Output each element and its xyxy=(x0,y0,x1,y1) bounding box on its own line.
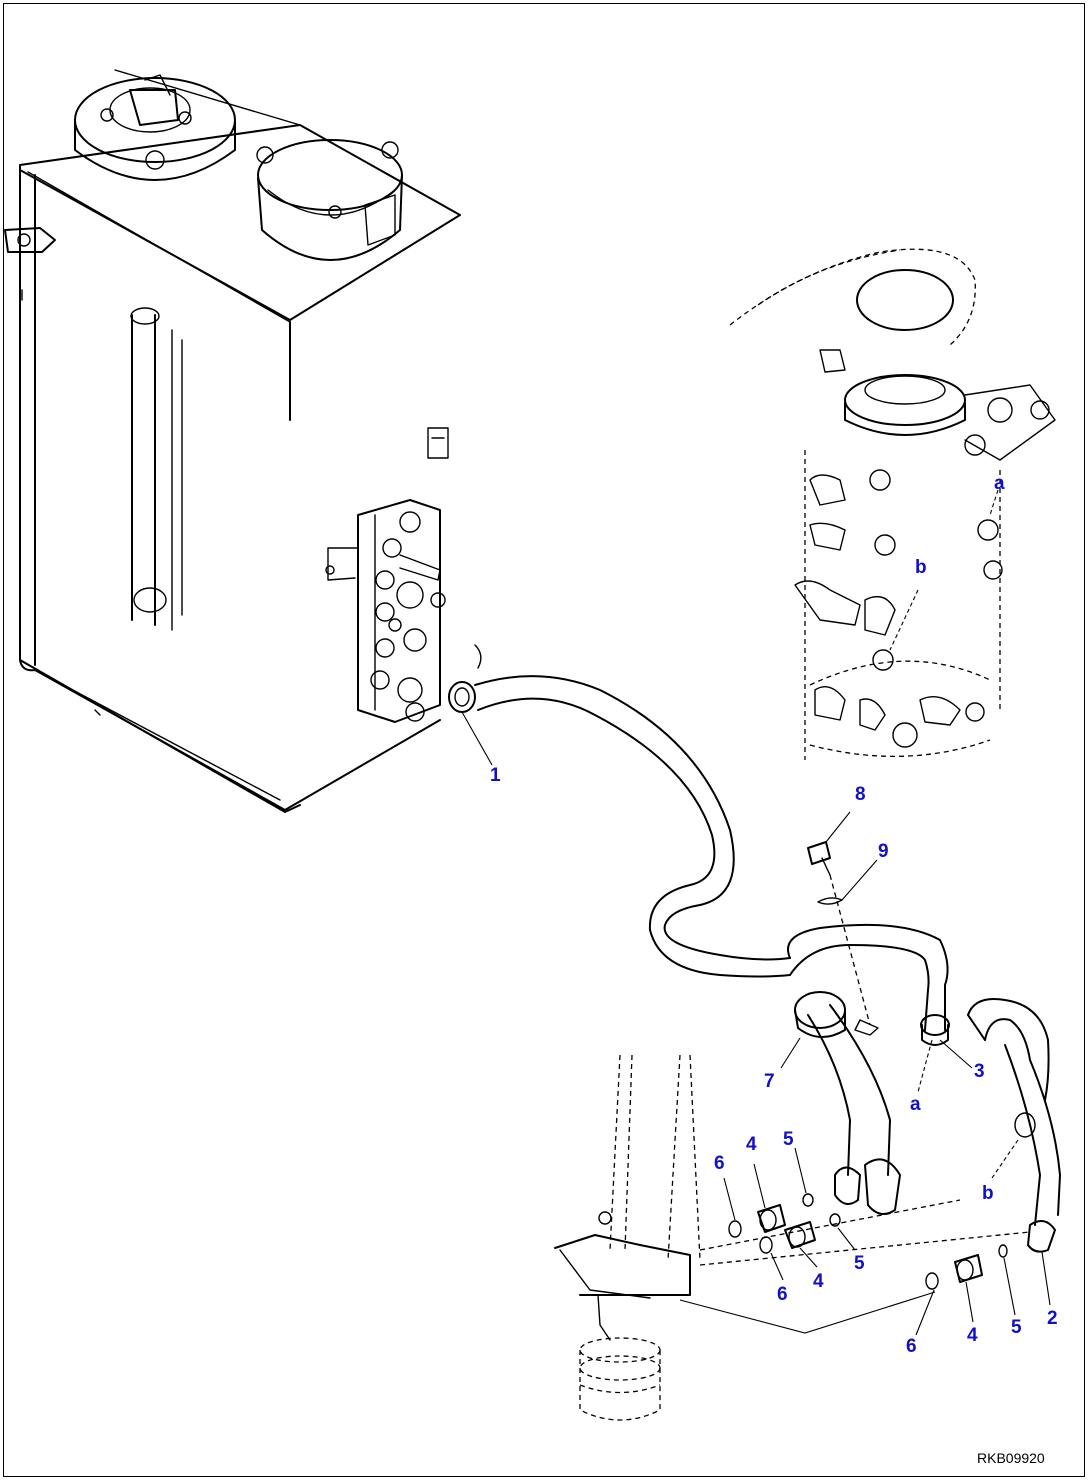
callout-labels: 1 8 9 7 3 a a b b 6 4 5 6 4 5 6 4 5 2 xyxy=(490,473,1058,1357)
callout-3: 3 xyxy=(974,1061,985,1082)
callout-6c: 6 xyxy=(906,1336,917,1357)
swivel-joint xyxy=(729,248,1056,760)
lower-assembly xyxy=(554,1054,936,1421)
callout-9: 9 xyxy=(878,841,889,862)
callout-8: 8 xyxy=(855,784,866,805)
drawing-code: RKB09920 xyxy=(977,1450,1045,1466)
leader-lines xyxy=(461,489,1051,1336)
callout-4b: 4 xyxy=(813,1271,824,1292)
ref-a-top: a xyxy=(994,473,1005,494)
callout-5b: 5 xyxy=(854,1253,865,1274)
callout-4a: 4 xyxy=(746,1134,757,1155)
callout-5c: 5 xyxy=(1011,1317,1022,1338)
fittings xyxy=(699,1193,1031,1290)
callout-6b: 6 xyxy=(777,1284,788,1305)
tank-valve-block xyxy=(325,499,482,723)
callout-2: 2 xyxy=(1047,1308,1058,1329)
hose-group xyxy=(787,923,950,1215)
ref-b-bottom: b xyxy=(982,1183,994,1204)
ref-a-bottom: a xyxy=(910,1094,921,1115)
ref-b-top: b xyxy=(915,557,927,578)
hose-1 xyxy=(448,675,791,978)
hose-2-3 xyxy=(967,998,1061,1253)
callout-7: 7 xyxy=(764,1071,775,1092)
callout-6a: 6 xyxy=(714,1153,725,1174)
callout-5a: 5 xyxy=(783,1129,794,1150)
callout-1: 1 xyxy=(490,765,501,786)
breather-cap xyxy=(74,69,301,181)
callout-4c: 4 xyxy=(967,1325,978,1346)
hydraulic-tank xyxy=(4,124,461,813)
filter-housing xyxy=(256,139,403,261)
